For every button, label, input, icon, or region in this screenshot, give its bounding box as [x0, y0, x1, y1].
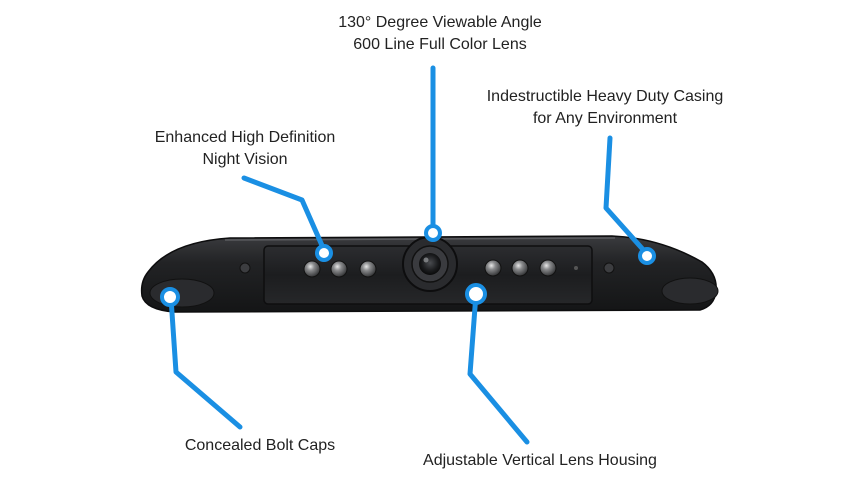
- sensor-dot: [574, 266, 578, 270]
- led-right-1: [484, 259, 502, 277]
- led-right-3: [539, 259, 557, 277]
- camera-lens: [419, 253, 441, 275]
- callout-label-night-vision: Enhanced High Definition Night Vision: [110, 127, 380, 171]
- callout-text-viewing-angle-2: 600 Line Full Color Lens: [353, 36, 527, 53]
- callout-dot-viewing-angle: [424, 224, 442, 242]
- callout-label-viewing-angle: 130° Degree Viewable Angle 600 Line Full…: [300, 12, 580, 56]
- callout-text-night-vision-2: Night Vision: [202, 151, 288, 168]
- right-screw: [603, 262, 615, 274]
- callout-line-night-vision: [241, 175, 327, 253]
- callout-line-casing: [603, 135, 650, 257]
- callout-text-lens-housing: Adjustable Vertical Lens Housing: [423, 452, 657, 469]
- callout-text-casing-1: Indestructible Heavy Duty Casing: [486, 88, 724, 105]
- left-screw: [239, 262, 251, 274]
- callout-dot-lens-housing: [465, 283, 487, 305]
- callout-text-bolt-caps: Concealed Bolt Caps: [184, 437, 336, 454]
- right-bolt-cap: [661, 277, 719, 305]
- led-right-2: [511, 259, 529, 277]
- lens-glint: [423, 257, 429, 263]
- callout-line-bolt-caps: [168, 295, 243, 430]
- led-left-2: [330, 260, 348, 278]
- led-left-1: [303, 260, 321, 278]
- callout-dot-bolt-caps: [160, 287, 180, 307]
- callout-dot-casing: [638, 247, 656, 265]
- callout-text-night-vision-1: Enhanced High Definition: [154, 129, 336, 146]
- callout-text-viewing-angle-1: 130° Degree Viewable Angle: [338, 14, 542, 31]
- callout-label-lens-housing: Adjustable Vertical Lens Housing: [380, 450, 700, 472]
- led-left-3: [359, 260, 377, 278]
- callout-label-casing: Indestructible Heavy Duty Casing for Any…: [440, 86, 770, 130]
- callout-label-bolt-caps: Concealed Bolt Caps: [150, 435, 370, 457]
- left-bolt-cap: [149, 278, 215, 308]
- callout-text-casing-2: for Any Environment: [532, 110, 678, 127]
- callout-line-lens-housing: [467, 291, 530, 445]
- callout-dot-night-vision: [315, 244, 333, 262]
